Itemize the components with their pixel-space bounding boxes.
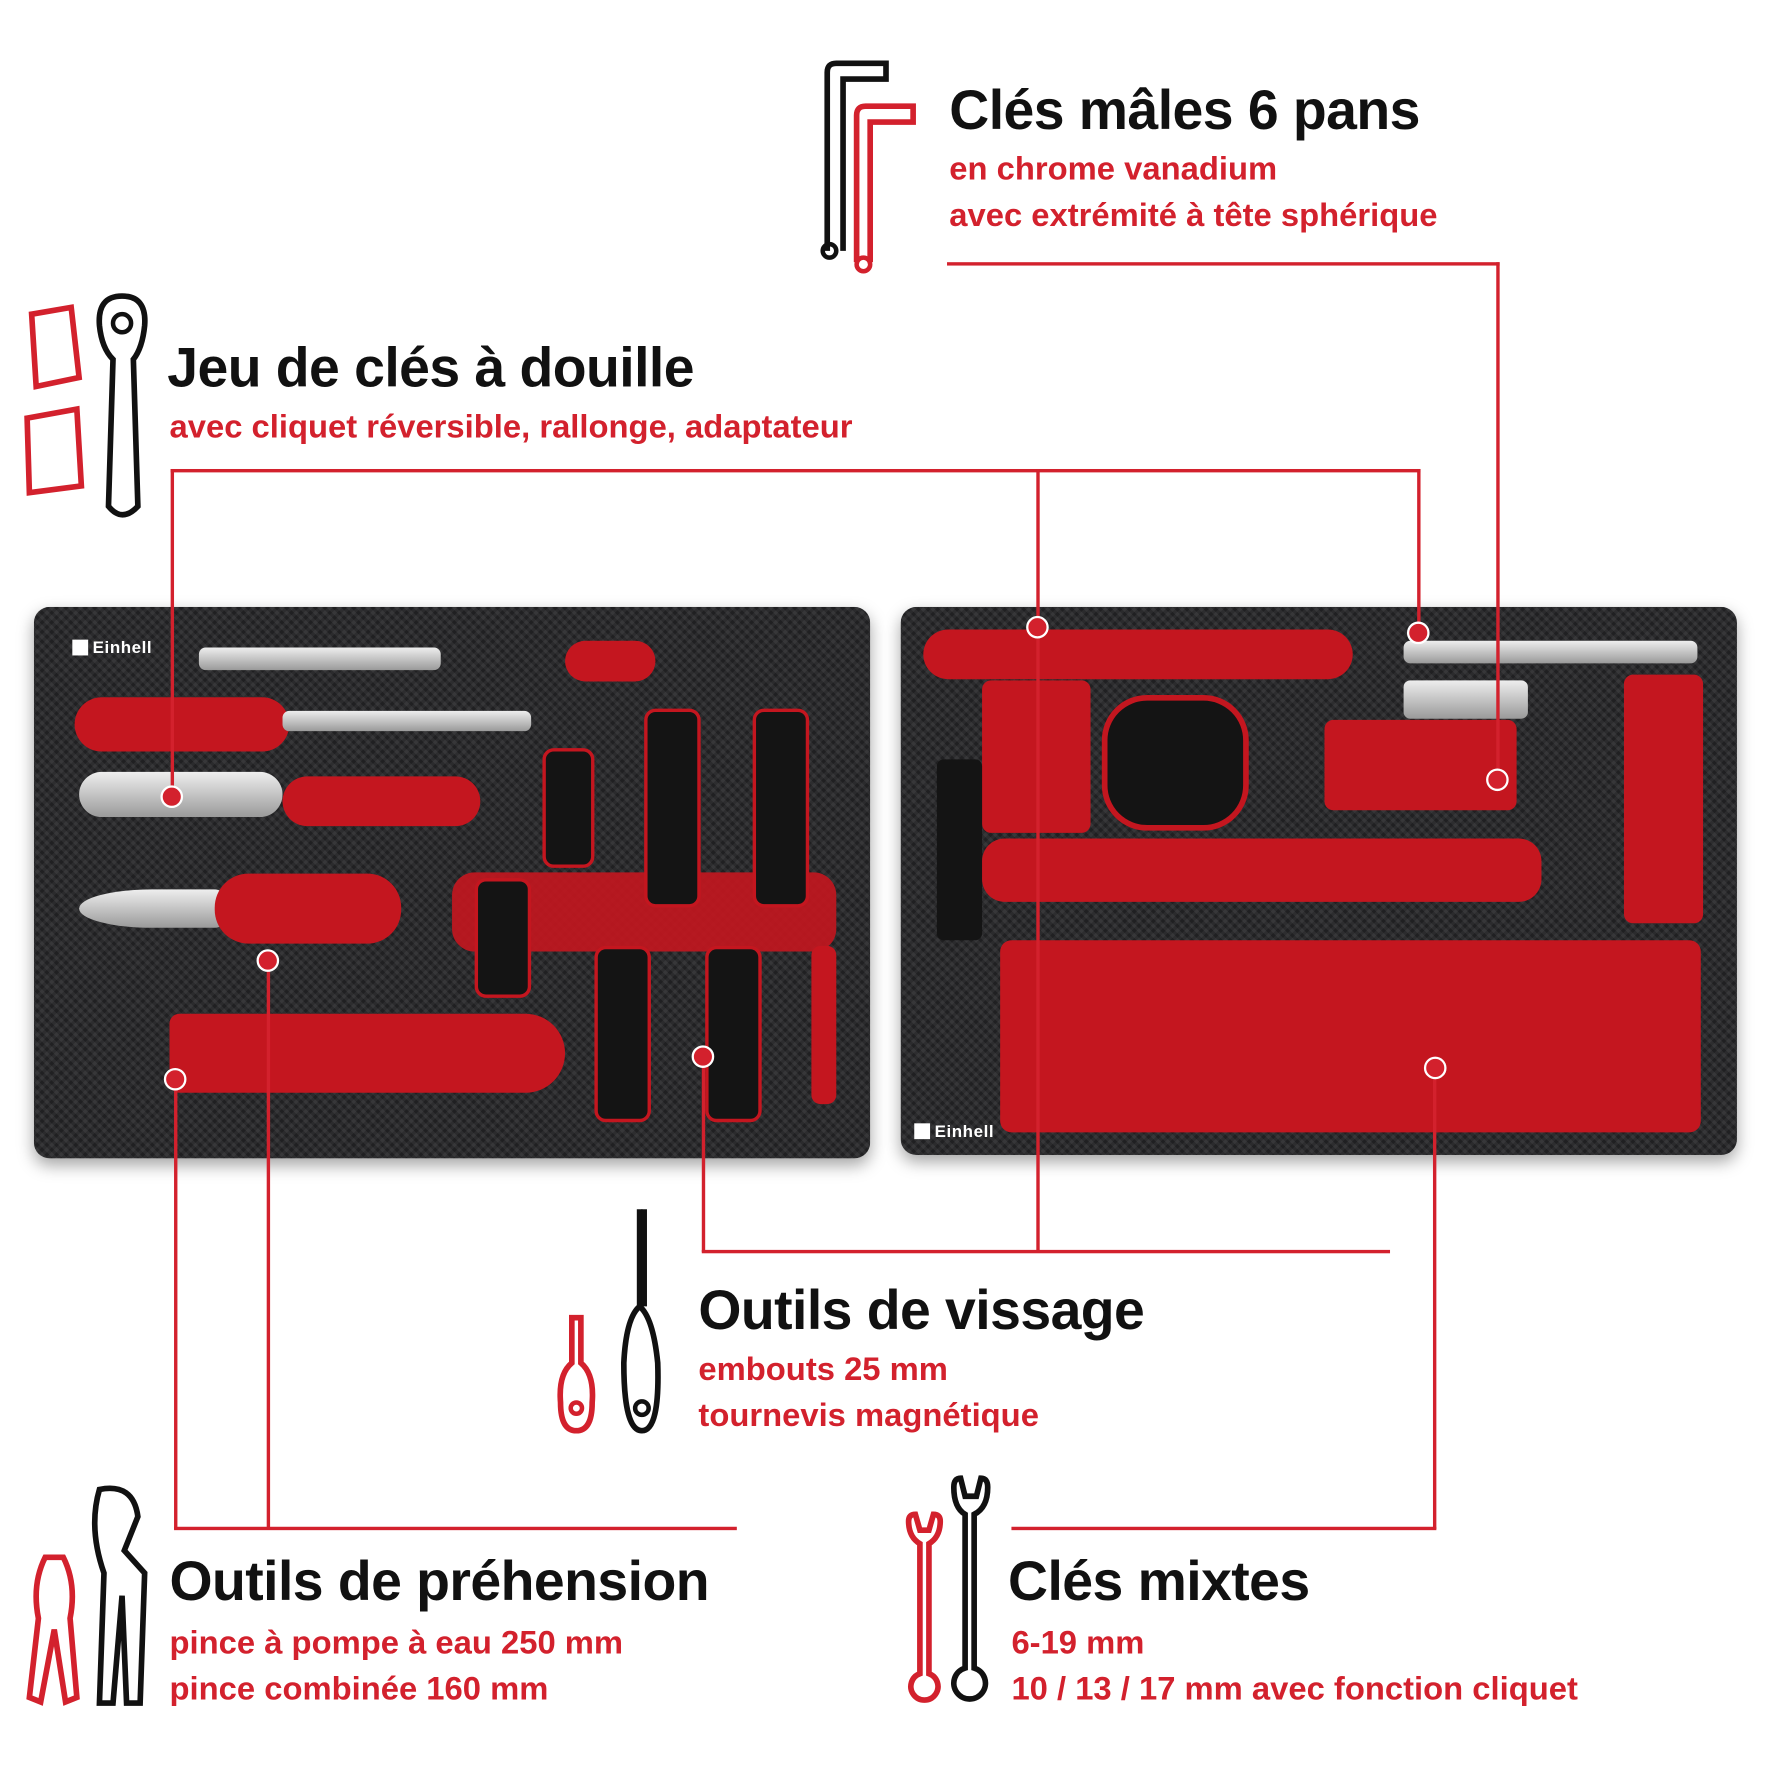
socket-row (923, 629, 1353, 680)
detail-line: tournevis magnétique (698, 1397, 1039, 1435)
brand-logo: Einhell (72, 639, 152, 658)
callout-dot (691, 1045, 715, 1068)
hammer-head (936, 759, 983, 941)
section-details: avec cliquet réversible, rallonge, adapt… (170, 405, 853, 451)
callout-line-gripping (174, 1079, 178, 1530)
detail-line: avec cliquet réversible, rallonge, adapt… (169, 409, 853, 446)
callout-dot (1486, 768, 1509, 792)
detail-line: embouts 25 mm (698, 1351, 948, 1388)
brand-logo: Einhell (914, 1122, 994, 1141)
callout-line-gripping (174, 1526, 737, 1531)
callout-line-wrenches (1432, 1067, 1437, 1530)
screwdriver (594, 945, 651, 1123)
section-title: Clés mixtes (1008, 1551, 1310, 1613)
detail-line: 10 / 13 / 17 mm avec fonction cliquet (1011, 1671, 1578, 1708)
detail-line: pince à pompe à eau 250 mm (169, 1625, 624, 1662)
detail-line: avec extrémité à tête sphérique (949, 197, 1438, 234)
callout-line-wrenches (1011, 1526, 1437, 1531)
screwdriver-icon (557, 1209, 661, 1434)
left-tool-tray: Einhell (33, 606, 871, 1159)
screwdriver (705, 945, 762, 1123)
callout-dot (1423, 1056, 1447, 1080)
section-details: pince à pompe à eau 250 mm pince combiné… (170, 1621, 624, 1714)
ratchet-shaft (282, 710, 532, 732)
callout-line-screwing (701, 1056, 706, 1253)
callout-line-socket-set (170, 468, 175, 797)
callout-dot (163, 1067, 187, 1091)
socket-adapters (1403, 680, 1528, 719)
callout-line-socket-set (170, 468, 1421, 473)
detail-line: 6-19 mm (1011, 1625, 1145, 1662)
right-tool-tray: Einhell (900, 606, 1737, 1155)
callout-line-hex-keys (1496, 262, 1500, 780)
extension-bar (198, 647, 441, 671)
ratchet-socket-icon (24, 293, 148, 518)
bit-holder (982, 680, 1091, 833)
voltage-tester (811, 945, 837, 1105)
socket-holder (565, 640, 656, 682)
pliers-icon (26, 1485, 148, 1706)
callout-line-socket-set (1417, 468, 1421, 633)
combination-pliers (79, 889, 227, 928)
wrench-tray-area (1000, 940, 1701, 1133)
callout-line-screwing (701, 1249, 1391, 1254)
screwdriver (474, 878, 532, 998)
detail-line: en chrome vanadium (949, 151, 1278, 188)
callout-line-screwing (1036, 468, 1040, 1253)
hammer-handle (982, 838, 1542, 902)
section-title: Outils de préhension (169, 1551, 710, 1613)
section-title: Outils de vissage (698, 1280, 1145, 1342)
callout-line-hex-keys (947, 262, 1500, 266)
section-details: en chrome vanadium avec extrémité à tête… (949, 147, 1437, 240)
accessory-column (1623, 674, 1704, 924)
hex-key-icon (820, 60, 916, 274)
screwdriver (542, 748, 595, 868)
hex-key-holder (1324, 719, 1517, 811)
callout-line-gripping (266, 960, 271, 1530)
section-details: 6-19 mm 10 / 13 / 17 mm avec fonction cl… (1011, 1621, 1577, 1714)
callout-dot (1406, 621, 1430, 645)
callout-dot (256, 949, 280, 972)
screwdriver-handle (282, 776, 481, 827)
detail-line: pince combinée 160 mm (169, 1671, 549, 1708)
section-details: embouts 25 mm tournevis magnétique (698, 1347, 1039, 1440)
water-pump-pliers (169, 1013, 566, 1093)
section-title: Clés mâles 6 pans (949, 80, 1420, 142)
screwdriver (752, 708, 810, 908)
section-title: Jeu de clés à douille (167, 337, 694, 399)
pliers-handles (214, 873, 402, 944)
ratchet-handle (74, 697, 290, 752)
extension-bar (1403, 640, 1698, 664)
wrench-icon (905, 1475, 991, 1703)
callout-dot (1026, 615, 1049, 639)
tape-measure (1101, 695, 1249, 831)
screwdriver (644, 708, 701, 908)
callout-dot (160, 785, 184, 809)
